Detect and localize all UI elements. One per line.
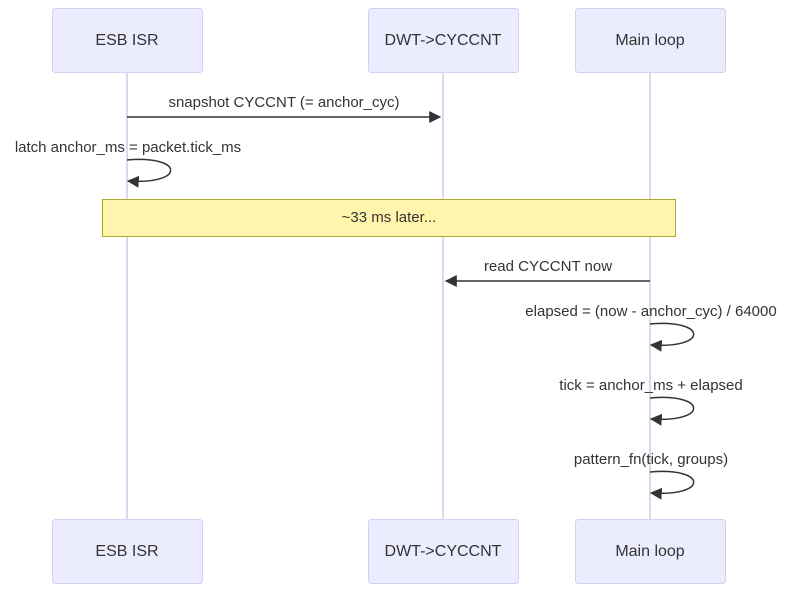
self-message-arrow — [649, 470, 695, 500]
note-33ms-later: ~33 ms later... — [102, 199, 676, 237]
message-elapsed: elapsed = (now - anchor_cyc) / 64000 — [525, 303, 777, 352]
note-label: ~33 ms later... — [342, 209, 437, 226]
self-message-arrow — [126, 158, 172, 188]
message-label: read CYCCNT now — [484, 258, 612, 275]
actor-esb-isr-bottom: ESB ISR — [52, 519, 203, 584]
message-label: snapshot CYCCNT (= anchor_cyc) — [168, 94, 399, 111]
message-label: elapsed = (now - anchor_cyc) / 64000 — [525, 303, 776, 320]
actor-main-loop-bottom: Main loop — [575, 519, 726, 584]
actor-esb-isr-top: ESB ISR — [52, 8, 203, 73]
self-message-arrow — [649, 396, 695, 426]
actor-label: DWT->CYCCNT — [385, 32, 502, 49]
message-pattern-fn: pattern_fn(tick, groups) — [574, 451, 728, 500]
message-snapshot-cyccnt: snapshot CYCCNT (= anchor_cyc) — [127, 94, 442, 123]
message-label: pattern_fn(tick, groups) — [574, 451, 728, 468]
message-tick: tick = anchor_ms + elapsed — [559, 377, 743, 426]
actor-dwt-cyccnt-top: DWT->CYCCNT — [368, 8, 519, 73]
actor-label: DWT->CYCCNT — [385, 543, 502, 560]
actor-label: ESB ISR — [95, 32, 158, 49]
actor-label: ESB ISR — [95, 543, 158, 560]
message-read-cyccnt-now: read CYCCNT now — [444, 258, 650, 287]
actor-label: Main loop — [615, 32, 684, 49]
actor-main-loop-top: Main loop — [575, 8, 726, 73]
self-message-arrow — [649, 322, 695, 352]
actor-dwt-cyccnt-bottom: DWT->CYCCNT — [368, 519, 519, 584]
message-latch-anchor-ms: latch anchor_ms = packet.tick_ms — [15, 139, 241, 188]
message-label: latch anchor_ms = packet.tick_ms — [15, 139, 241, 156]
actor-label: Main loop — [615, 543, 684, 560]
message-label: tick = anchor_ms + elapsed — [559, 377, 742, 394]
